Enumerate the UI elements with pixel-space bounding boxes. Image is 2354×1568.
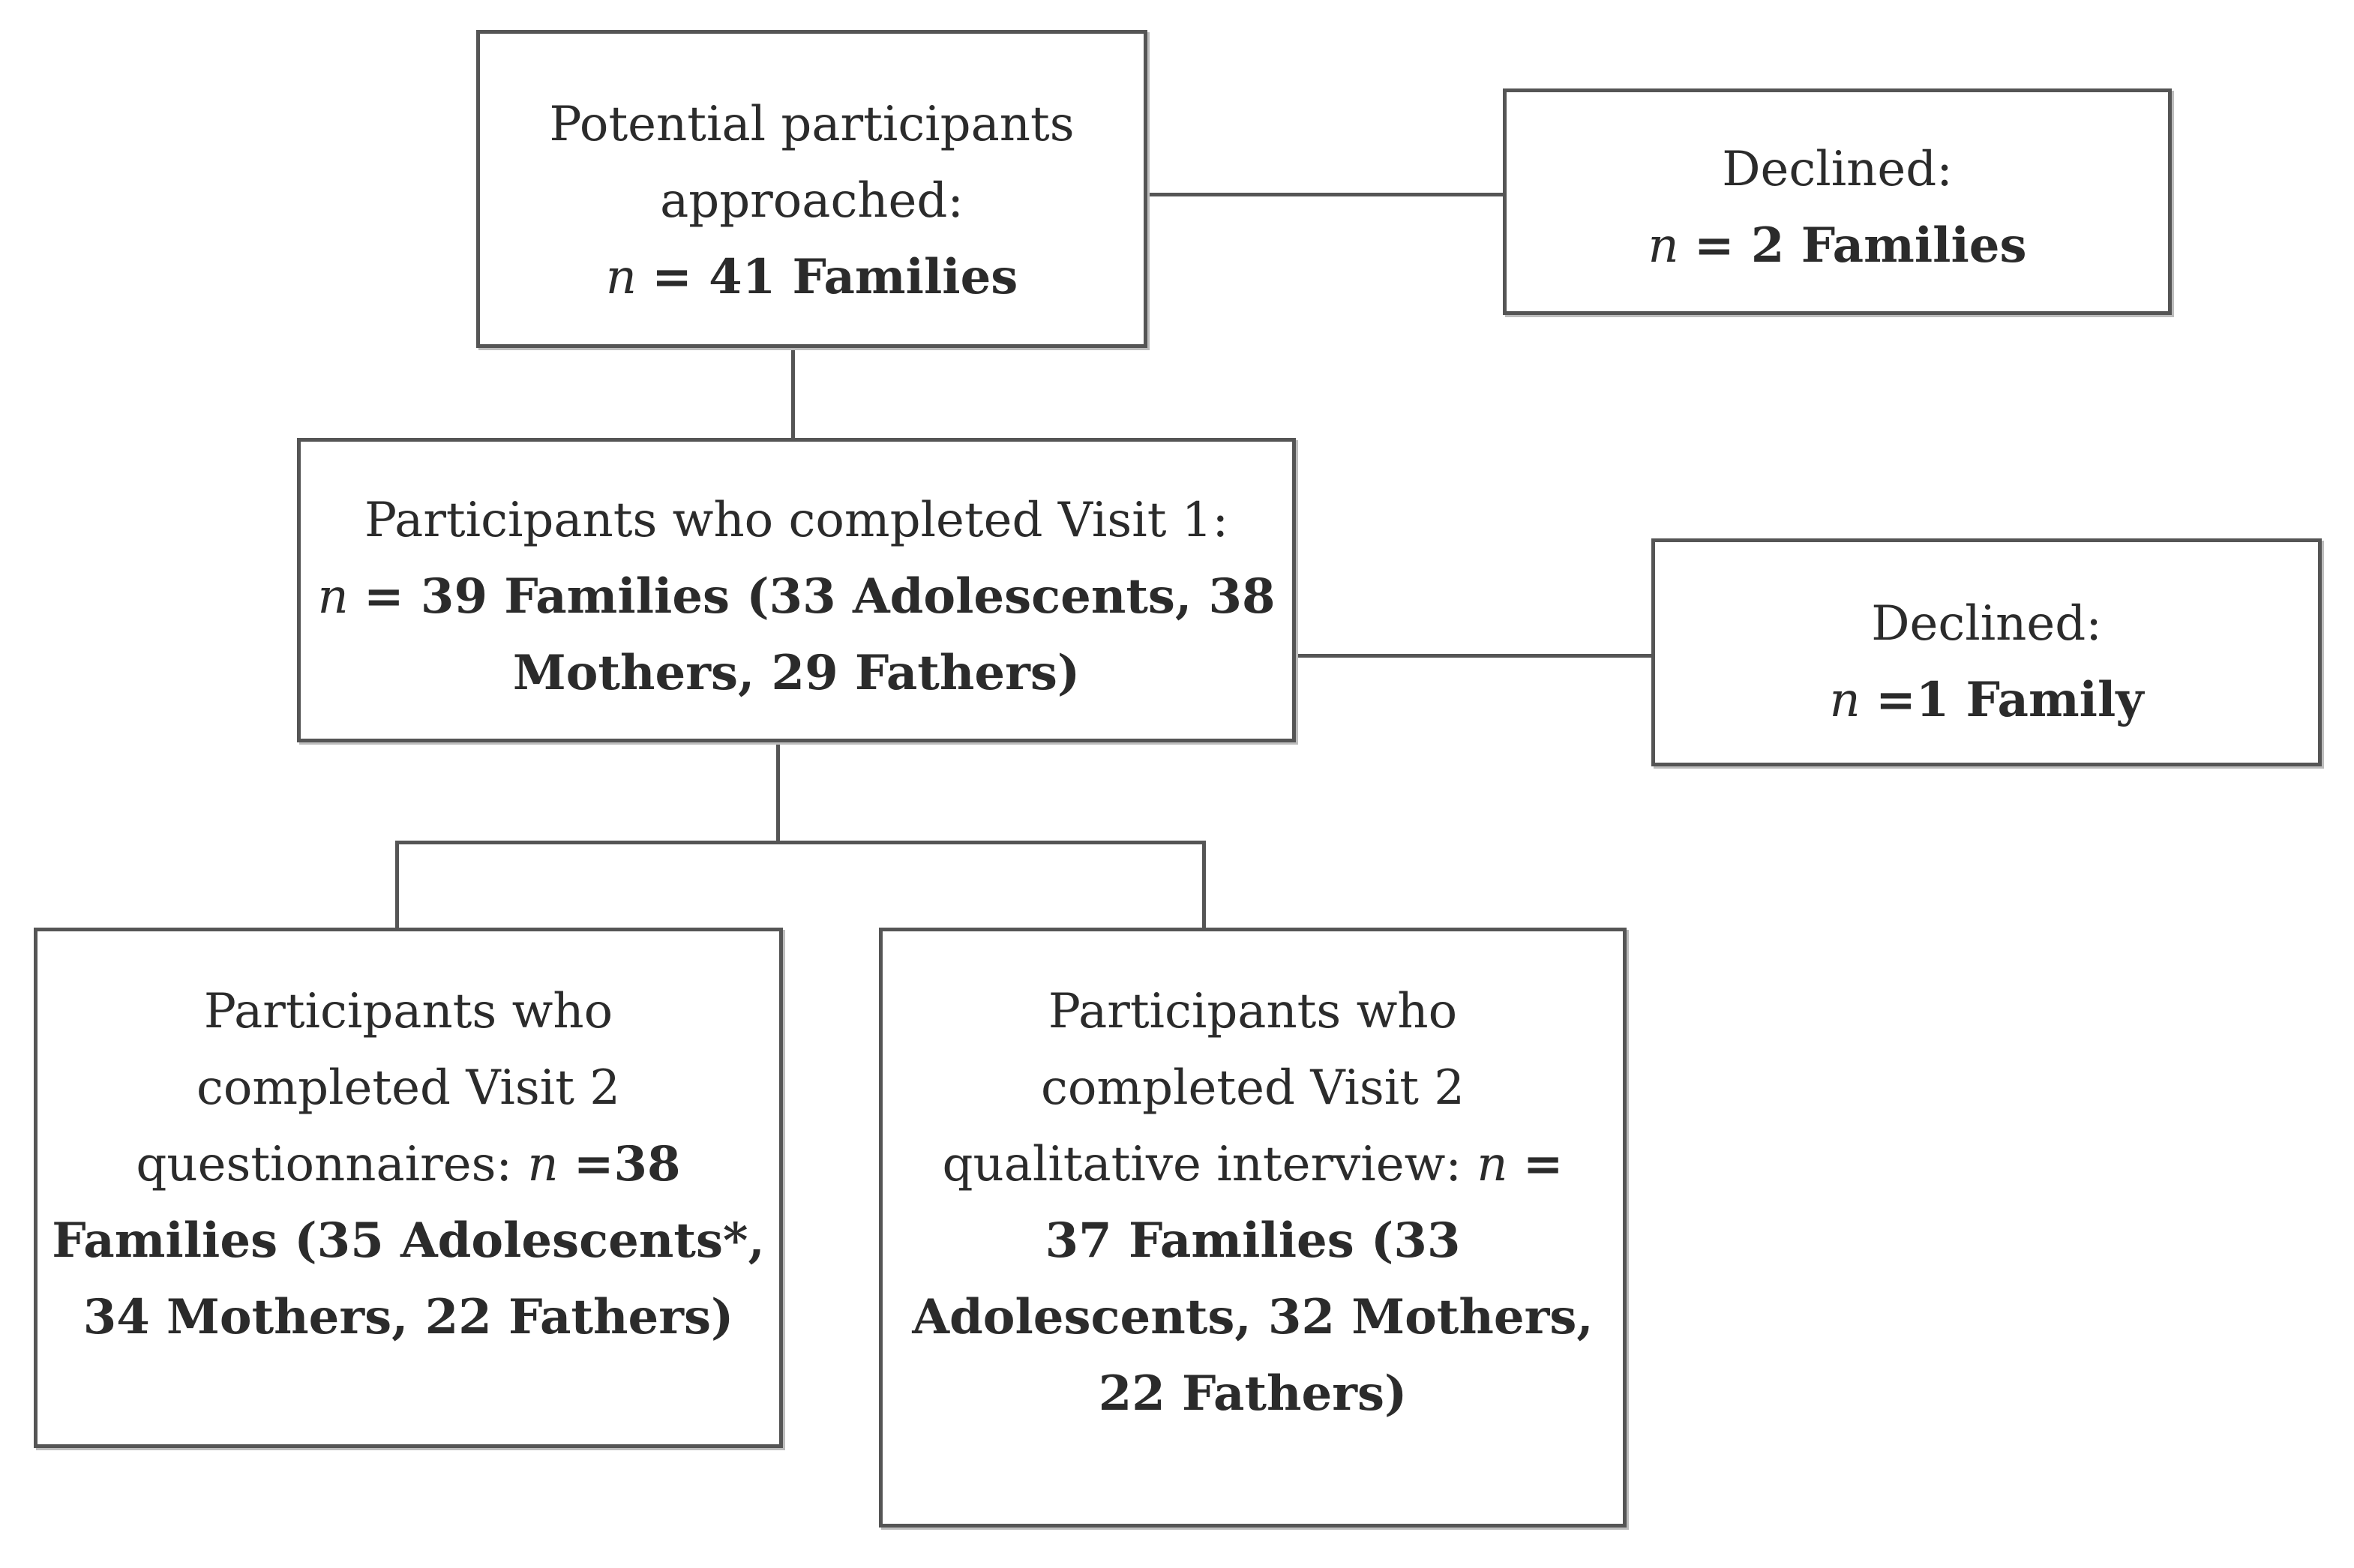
i-line1: Participants who xyxy=(1048,984,1458,1039)
q-line2: completed Visit 2 xyxy=(196,1060,620,1116)
connector-visit1-trunk xyxy=(776,741,780,842)
approached-title-line1: Potential participants xyxy=(549,97,1075,152)
connector-branch-horizontal xyxy=(397,841,1205,844)
approached-box: Potential participants approached: n = 4… xyxy=(476,30,1147,348)
q-line3: questionnaires: n =38 xyxy=(136,1126,680,1203)
connector-branch-left-drop xyxy=(395,841,399,929)
declined-2-title: Declined: xyxy=(1871,596,2102,652)
declined-2-count-text: =1 Family xyxy=(1876,672,2144,728)
n-symbol: n xyxy=(1829,673,1861,728)
visit1-count-line2: Mothers, 29 Fathers) xyxy=(512,645,1081,701)
n-symbol: n xyxy=(317,569,349,625)
i-line6: 22 Fathers) xyxy=(1098,1366,1408,1422)
approached-title-line2: approached: xyxy=(660,173,964,229)
i-line4: 37 Families (33 xyxy=(1045,1213,1461,1269)
i-line2: completed Visit 2 xyxy=(1041,1060,1465,1116)
n-symbol: n xyxy=(1477,1137,1508,1192)
approached-count: n = 41 Families xyxy=(606,239,1018,316)
approached-count-text: = 41 Families xyxy=(652,249,1018,305)
declined-box-2: Declined: n =1 Family xyxy=(1651,538,2322,766)
q-line1: Participants who xyxy=(203,984,613,1039)
connector-approached-to-visit1 xyxy=(791,346,795,439)
q-line3-prefix: questionnaires: xyxy=(136,1137,512,1192)
q-line4: Families (35 Adolescents*, xyxy=(52,1213,765,1269)
i-line3-value: = xyxy=(1522,1136,1564,1192)
declined-1-title: Declined: xyxy=(1722,142,1953,197)
q-line5: 34 Mothers, 22 Fathers) xyxy=(82,1289,734,1345)
connector-approached-to-declined xyxy=(1146,193,1504,196)
n-symbol: n xyxy=(605,250,637,305)
declined-box-1: Declined: n = 2 Families xyxy=(1503,88,2172,315)
q-line3-value: =38 xyxy=(573,1136,681,1192)
i-line3-prefix: qualitative interview: xyxy=(942,1137,1462,1192)
i-line5: Adolescents, 32 Mothers, xyxy=(912,1289,1594,1345)
visit2-questionnaires-box: Participants who completed Visit 2 quest… xyxy=(34,928,783,1448)
connector-visit1-to-declined xyxy=(1294,654,1653,658)
visit1-title: Participants who completed Visit 1: xyxy=(364,493,1229,548)
visit2-interview-box: Participants who completed Visit 2 quali… xyxy=(879,928,1627,1528)
connector-branch-right-drop xyxy=(1202,841,1206,929)
visit1-box: Participants who completed Visit 1: n = … xyxy=(297,438,1296,742)
i-line3: qualitative interview: n = xyxy=(943,1126,1564,1203)
declined-1-count: n = 2 Families xyxy=(1648,208,2026,284)
visit1-count-text-line1: = 39 Families (33 Adolescents, 38 xyxy=(364,568,1276,625)
visit1-count-line1: n = 39 Families (33 Adolescents, 38 xyxy=(317,559,1275,635)
declined-1-count-text: = 2 Families xyxy=(1694,217,2027,274)
n-symbol: n xyxy=(527,1137,559,1192)
declined-2-count: n =1 Family xyxy=(1830,662,2144,739)
n-symbol: n xyxy=(1648,218,1679,274)
